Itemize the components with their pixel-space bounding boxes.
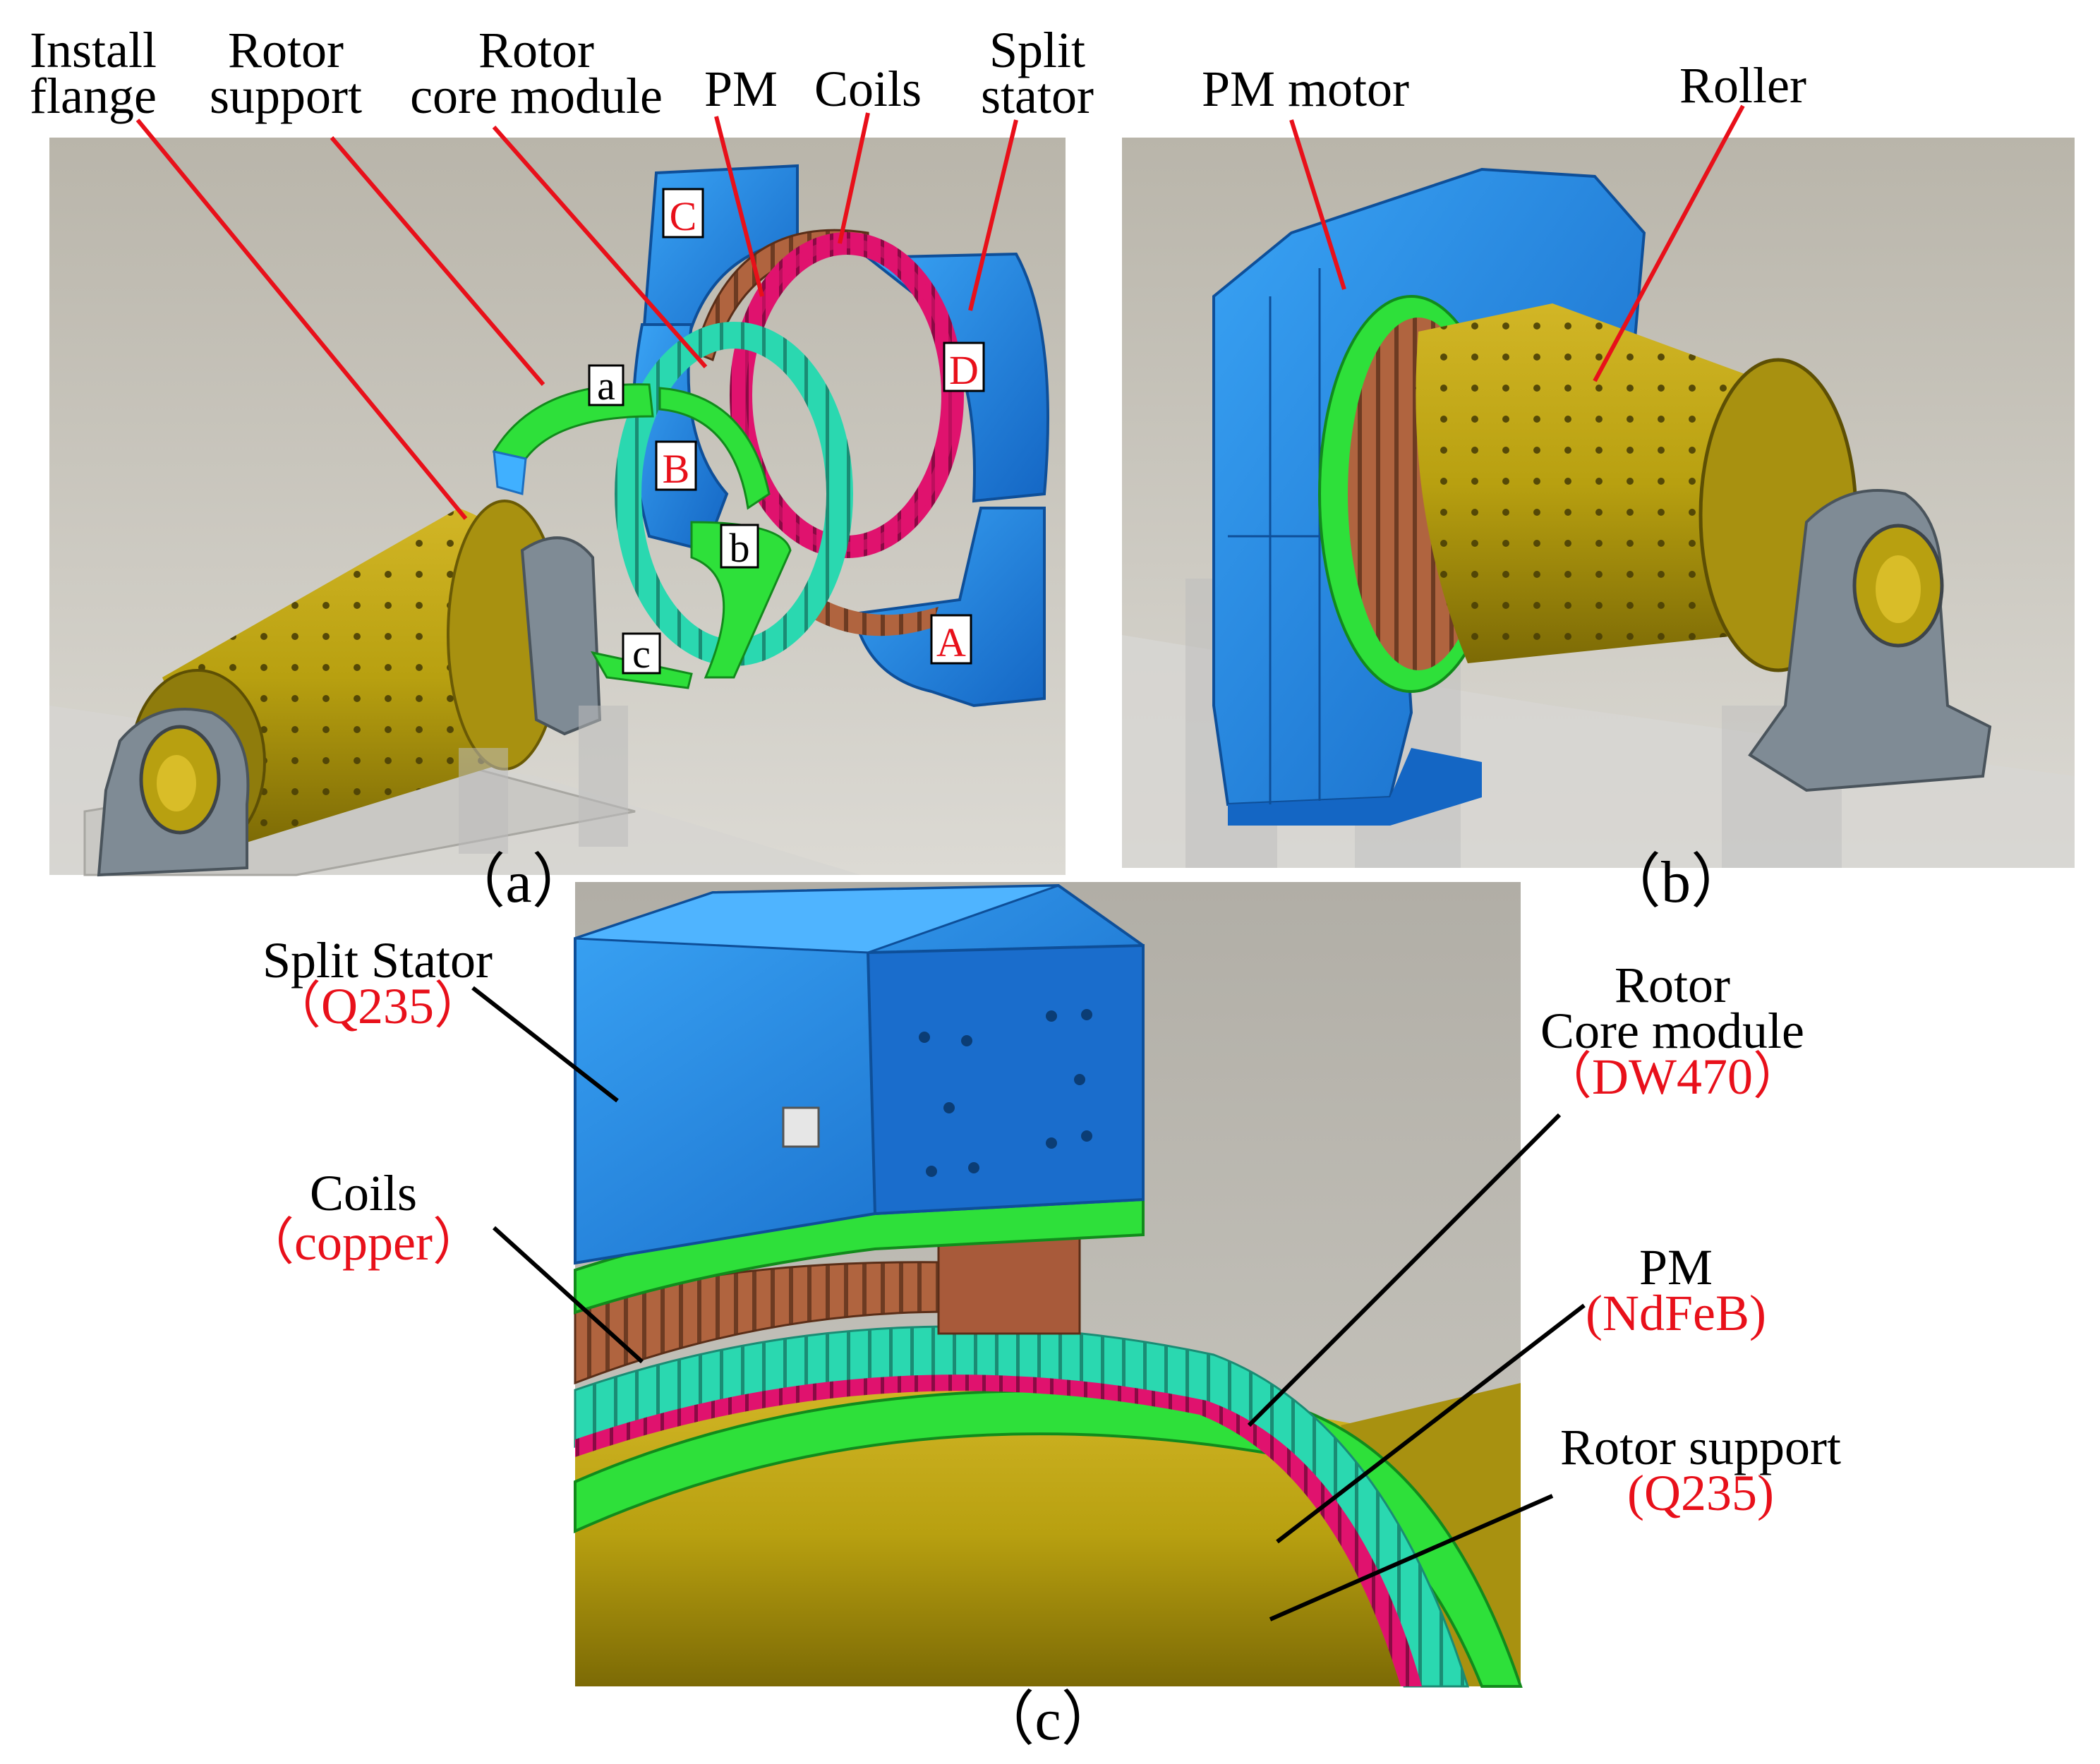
panel-b-roller [1416,303,1858,672]
label-ss-1: Split [989,22,1085,78]
panel-a: a b c A B C D [30,22,1094,915]
panel-a-coils-lower [804,593,939,636]
label-install-1: Install [30,22,157,78]
leader-c-rotor-core [1247,1113,1562,1427]
label-c-split-stator-mat: （Q235） [270,978,485,1034]
panel-b-bearing [1748,489,1992,792]
svg-text:a: a [597,363,615,409]
label-c-pm: PM [1639,1239,1713,1295]
caption-b: （b） [1602,850,1750,915]
label-pm: PM [704,61,778,117]
svg-text:b: b [730,525,750,571]
leader-coils [838,112,870,244]
svg-text:D: D [949,347,979,393]
leader-rotor-support [330,136,545,386]
leader-install-flange [135,119,468,520]
panel-a-base-block-2 [579,706,628,847]
tag-b: b [720,524,759,571]
label-ss-2: stator [981,68,1094,124]
label-roller: Roller [1679,57,1806,114]
label-rc-2: core module [410,68,663,124]
label-c-coils-mat: （copper） [243,1214,483,1271]
tag-a: a [588,363,624,409]
label-c-coils: Coils [310,1165,417,1221]
tag-B: B [655,440,697,492]
svg-text:B: B [663,446,690,492]
label-rc-1: Rotor [478,22,594,78]
tag-c: c [622,631,661,677]
label-install-2: flange [30,68,157,124]
label-rs-1: Rotor [228,22,344,78]
panel-b: PM motor Roller （b） [1122,57,2075,915]
panel-c-split-stator [574,883,1145,1265]
caption-a: （a） [446,850,591,915]
label-c-rc-mat: （DW470） [1541,1049,1804,1105]
label-coils: Coils [814,61,922,117]
panel-a-bearing-rear [520,536,602,736]
panel-a-bearing-front [97,708,250,877]
leader-c-coils [492,1226,644,1364]
leader-c-pm [1276,1303,1586,1544]
label-rs-2: support [210,68,362,124]
tag-D: D [943,342,985,393]
label-c-rc-1: Rotor [1615,957,1730,1013]
panel-c: Split Stator （Q235） Coils （copper） Rotor… [243,882,1841,1753]
caption-c: （c） [975,1687,1120,1753]
label-c-pm-mat: (NdFeB) [1586,1285,1766,1341]
tag-C: C [662,188,704,239]
tag-A: A [930,614,972,665]
svg-text:C: C [670,193,697,239]
panel-a-base-block-1 [459,748,508,854]
label-c-rs-mat: (Q235) [1627,1465,1774,1521]
panel-c-rotor-support [574,1389,1523,1688]
label-c-rs: Rotor support [1560,1419,1841,1475]
leader-c-rotor-support [1269,1494,1554,1621]
leader-pm [714,116,764,297]
label-c-rc-2: Core module [1540,1003,1804,1059]
svg-text:A: A [936,620,966,665]
leader-roller [1593,104,1745,382]
label-c-split-stator: Split Stator [262,932,493,989]
svg-text:c: c [632,631,651,677]
leader-c-split-stator [471,986,619,1103]
leader-pm-motor [1289,119,1346,290]
leader-rotor-core [492,126,708,368]
label-pm-motor: PM motor [1202,61,1409,117]
leader-split-stator [968,119,1018,311]
